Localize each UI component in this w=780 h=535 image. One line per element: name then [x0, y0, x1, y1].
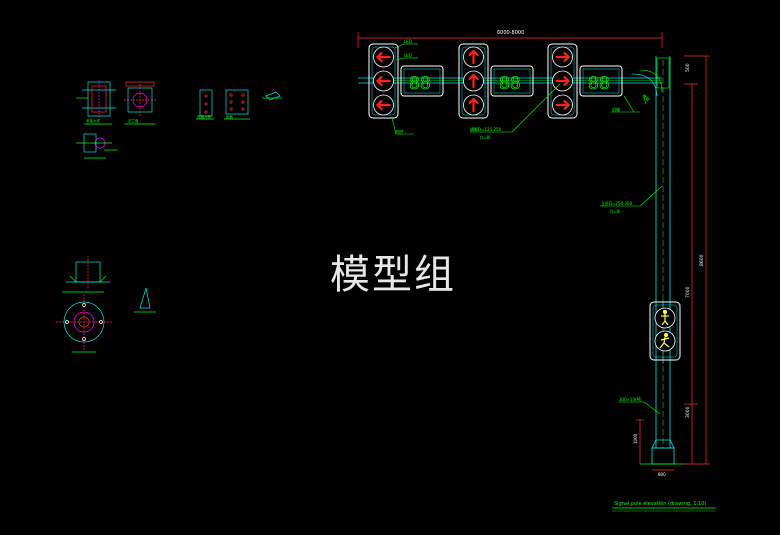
ped-walk-lamp: [654, 330, 676, 352]
drawing-title: Signal pole elevation (drawing, 1:10): [614, 501, 706, 507]
detail-group-base: [56, 256, 156, 353]
arrow-right-icon: [555, 75, 571, 87]
label-box: 机箱: [612, 106, 620, 112]
detail-small-bracket: [262, 91, 282, 101]
base-dimensions: [636, 419, 674, 471]
detail-d-label: 肋板: [226, 114, 233, 119]
signal-head-center: [458, 43, 489, 119]
detail-rib: [134, 287, 156, 313]
countdown-digits-2: 88: [499, 74, 521, 94]
ped-walk-icon: [659, 332, 670, 349]
label-lamp: LED: [404, 39, 412, 44]
label-pole-spec: 立杆D=250-300: [601, 200, 633, 206]
span-dimension: 6000-8000: [357, 30, 663, 48]
watermark: 模型组: [330, 252, 456, 298]
mast-arm: [358, 69, 663, 97]
base-width-label: 800: [658, 472, 666, 477]
detail-a-label: 安装大样: [86, 118, 100, 123]
span-dimension-label: 6000-8000: [497, 30, 524, 36]
detail-base-elevation: [66, 256, 110, 290]
arrow-right-icon: [555, 51, 571, 63]
height-dimensions: [684, 55, 710, 465]
detail-weld-section: [76, 133, 118, 153]
drawing-title-block: Signal pole elevation (drawing, 1:10): [612, 501, 716, 512]
detail-plate-a: [199, 89, 213, 117]
arrow-up-icon: [468, 49, 479, 65]
detail-mount-elevation: [76, 80, 116, 118]
detail-base-plan: [56, 294, 112, 350]
arm-height-label: 500: [685, 63, 691, 72]
label-arm-spec-sub: (t=8): [480, 135, 491, 140]
signal-head-right: [547, 43, 578, 119]
ped-stop-icon: [661, 309, 669, 326]
arrow-left-icon: [375, 75, 391, 87]
countdown-digits-3: 88: [588, 74, 610, 94]
arrow-left-icon: [375, 51, 391, 63]
arrow-up-icon: [468, 73, 479, 89]
upper-height-label: 7000: [685, 286, 691, 298]
label-arm: 横臂: [641, 92, 651, 102]
countdown-digits-1: 88: [409, 74, 431, 94]
lower-height-label: 3000: [685, 406, 691, 418]
detail-plate-b: [225, 89, 249, 115]
pole: [640, 56, 686, 465]
label-mount: 构件: [396, 128, 404, 134]
countdown-box-1: 88: [400, 65, 444, 97]
leaders: [391, 43, 663, 415]
detail-b-label: 法兰盘: [128, 118, 139, 123]
detail-flange-plan: [124, 81, 156, 116]
label-base-spec: 300×10(M): [619, 397, 642, 402]
base-height-label: 1000: [633, 433, 638, 444]
signal-head-left: [368, 43, 399, 119]
arrow-right-icon: [555, 99, 571, 111]
total-height-label: 8600: [699, 254, 705, 266]
arrow-up-icon: [468, 97, 479, 113]
label-pole-spec-sub: (t=8): [610, 209, 621, 214]
countdown-box-2: 88: [490, 65, 534, 97]
countdown-box-3: 88: [579, 65, 623, 97]
pedestrian-signal: [649, 300, 681, 364]
detail-group-top-left: 安装大样 法兰盘 底板大样 肋板: [76, 80, 282, 159]
label-lamp2: LED: [404, 53, 412, 58]
label-arm-spec: 横臂D=125-250: [470, 126, 502, 132]
detail-c-label: 底板大样: [197, 114, 211, 119]
arrow-left-icon: [375, 99, 391, 111]
